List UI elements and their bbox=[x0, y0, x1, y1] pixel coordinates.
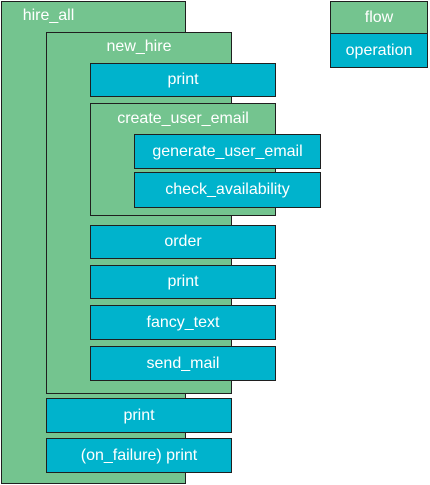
legend-operation-label: operation bbox=[345, 41, 413, 59]
op-print-3: print bbox=[46, 398, 232, 433]
op-print-2-label: print bbox=[167, 273, 199, 290]
op-generate-user-email-label: generate_user_email bbox=[152, 142, 303, 160]
flow-hire-all-label: hire_all bbox=[22, 7, 75, 24]
op-order: order bbox=[90, 225, 276, 259]
op-send-mail-label: send_mail bbox=[146, 354, 220, 372]
op-print-3-label: print bbox=[123, 406, 155, 424]
flow-create-user-email-label: create_user_email bbox=[117, 110, 249, 127]
legend-flow-label: flow bbox=[364, 8, 394, 26]
op-send-mail: send_mail bbox=[90, 346, 276, 381]
op-print-2: print bbox=[90, 265, 276, 299]
op-generate-user-email: generate_user_email bbox=[134, 134, 321, 169]
op-fancy-text: fancy_text bbox=[90, 305, 276, 340]
op-check-availability-label: check_availability bbox=[165, 181, 290, 198]
op-fancy-text-label: fancy_text bbox=[146, 313, 220, 331]
op-on-failure-print: (on_failure) print bbox=[46, 438, 232, 473]
flow-new-hire-label: new_hire bbox=[106, 38, 172, 55]
legend-operation: operation bbox=[330, 33, 428, 68]
op-check-availability: check_availability bbox=[134, 172, 321, 208]
legend-flow: flow bbox=[330, 1, 428, 34]
op-order-label: order bbox=[164, 233, 202, 250]
op-print-1-label: print bbox=[167, 71, 199, 88]
op-print-1: print bbox=[90, 63, 276, 97]
op-on-failure-print-label: (on_failure) print bbox=[80, 446, 198, 464]
